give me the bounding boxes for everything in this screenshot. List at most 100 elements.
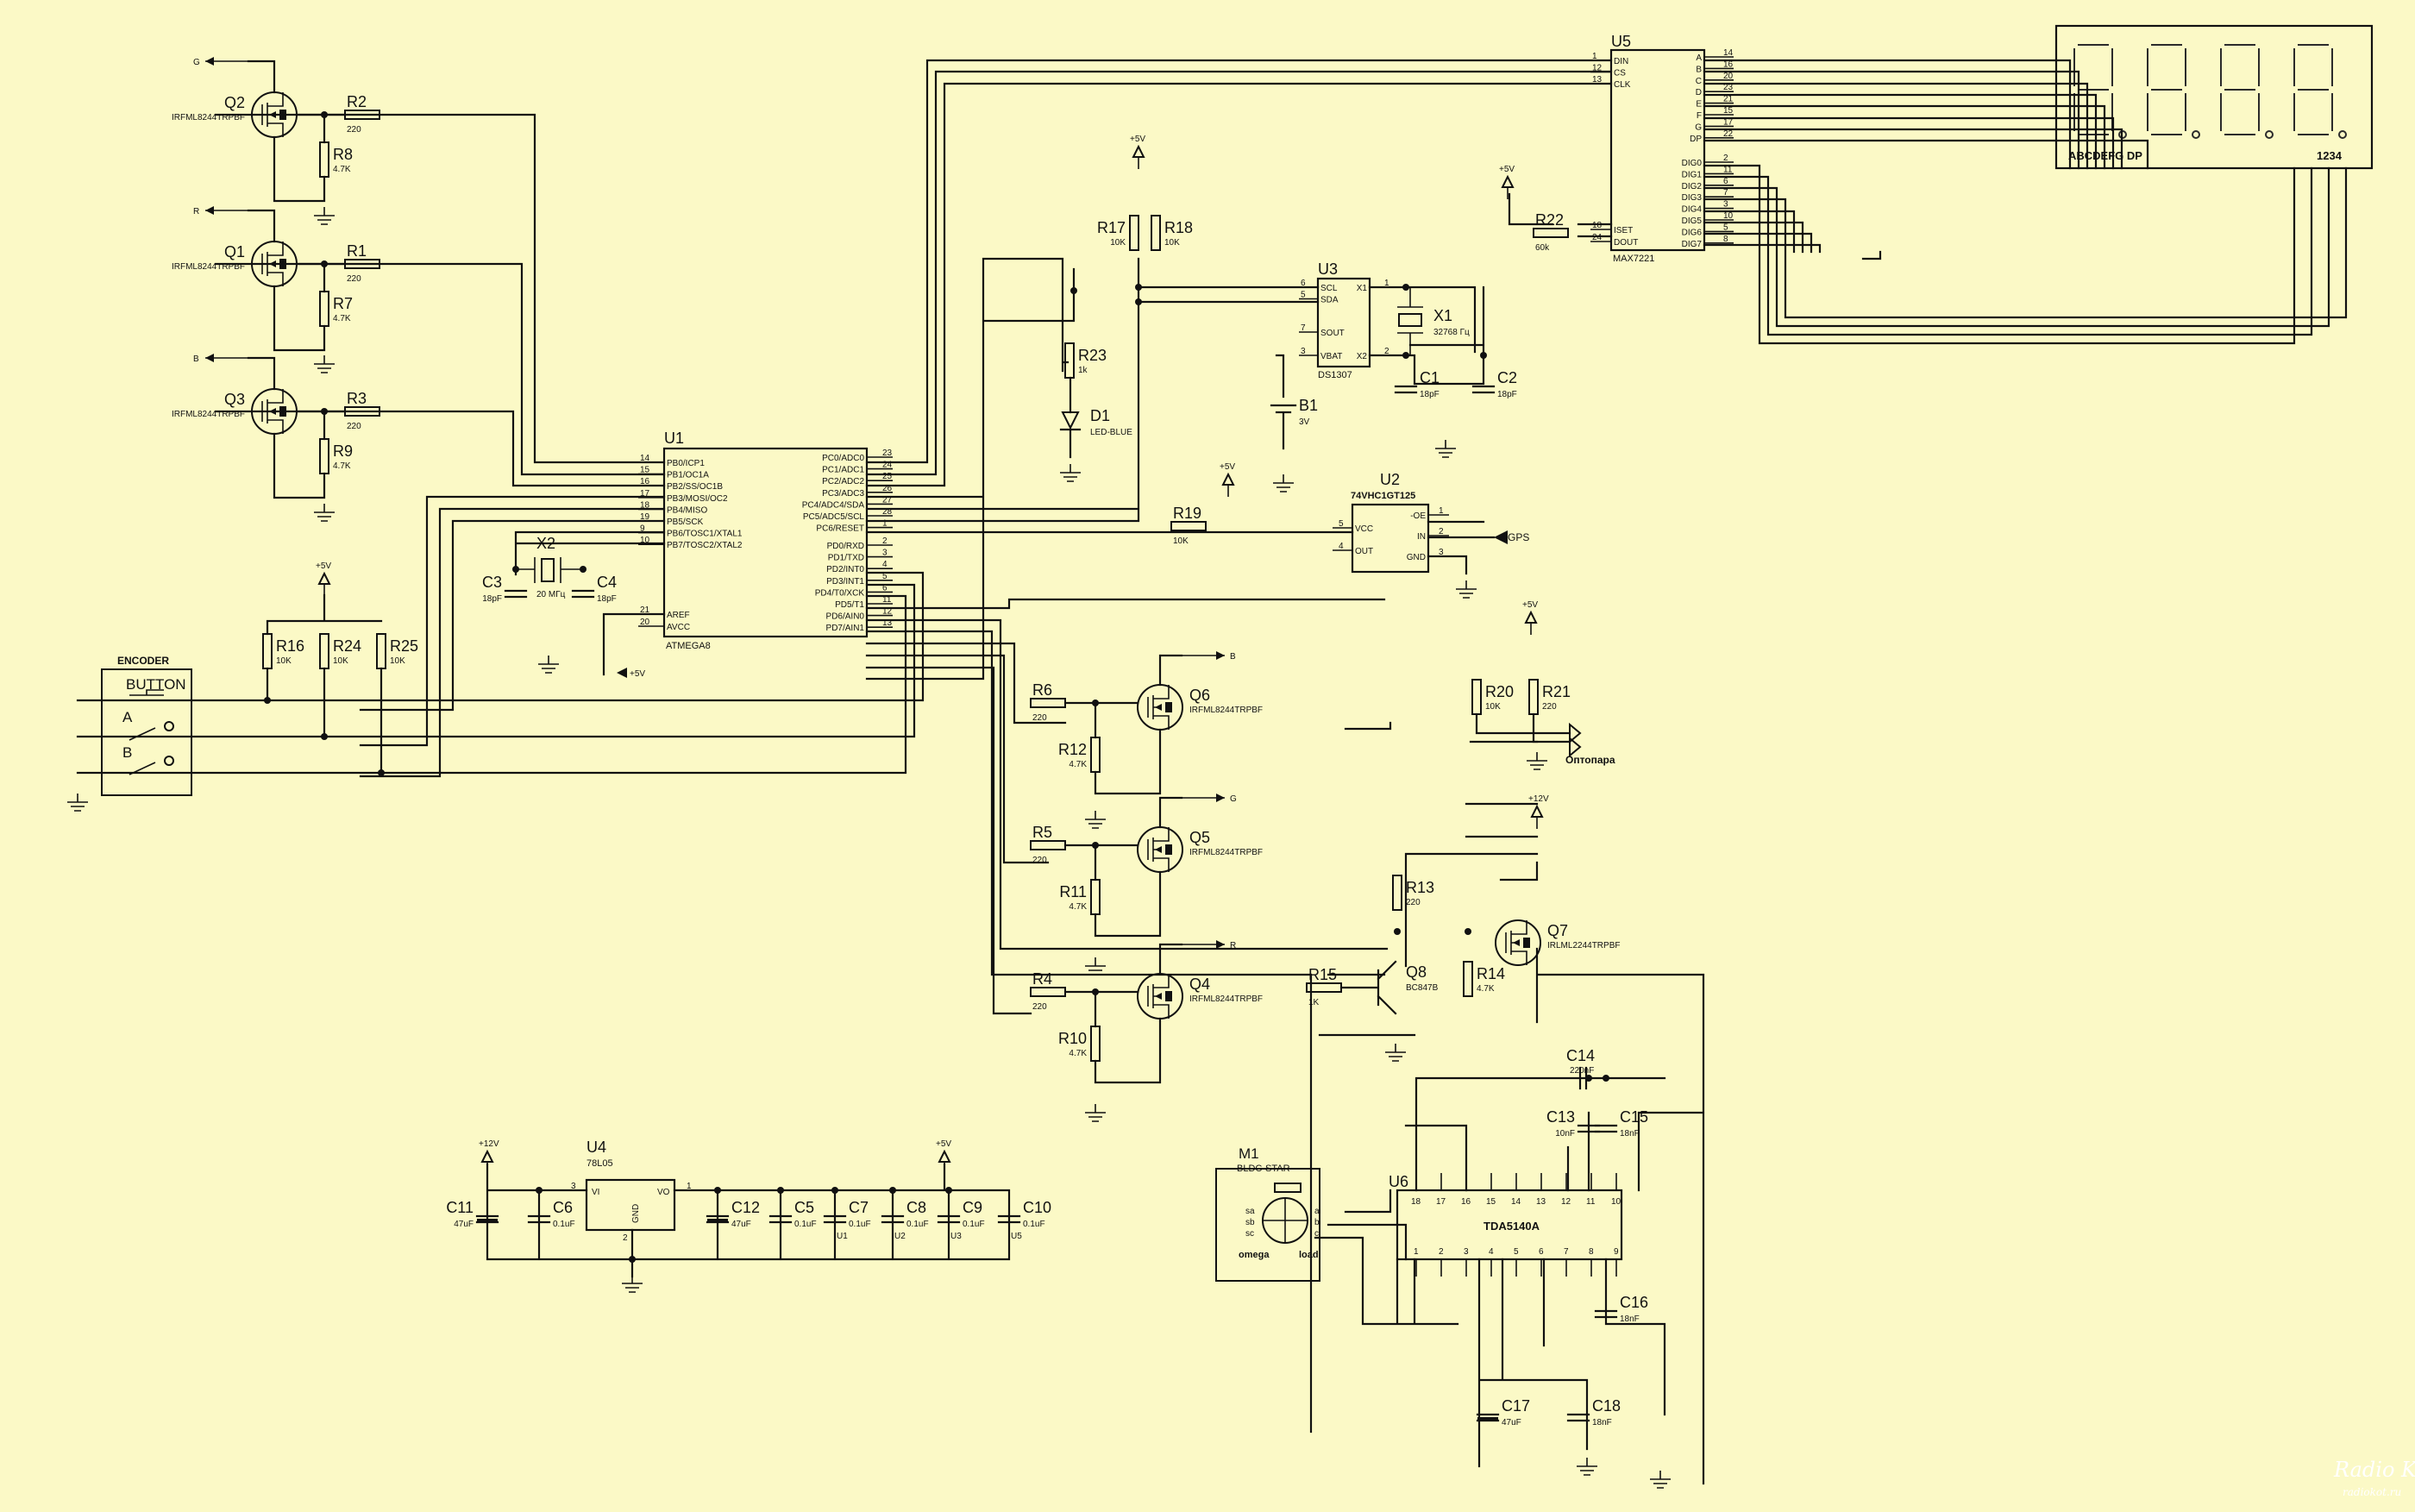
u1-pin-num: 15	[640, 466, 650, 475]
capacitor-value: 18pF	[597, 594, 617, 604]
u3-pin-num: 2	[1384, 347, 1389, 356]
resistor-ref: R4	[1032, 970, 1052, 988]
u5-pin-name: G	[1695, 122, 1702, 132]
u1-pin-num: 17	[640, 489, 650, 499]
mosfet-ref: Q5	[1189, 829, 1210, 846]
net-arrow-head	[205, 206, 214, 215]
u1-pin-name: PB7/TOSC2/XTAL2	[667, 541, 743, 550]
u6-ref: U6	[1389, 1173, 1408, 1190]
u6-part: TDA5140A	[1484, 1220, 1540, 1233]
resistor-r8: R84.7K	[319, 141, 353, 178]
u5-pin-name: E	[1696, 100, 1702, 110]
resistor-body	[1030, 987, 1066, 997]
mosfet-symbol	[1147, 827, 1170, 872]
u1-pin-name: PB4/MISO	[667, 505, 707, 515]
resistor-body	[1471, 679, 1482, 715]
mosfet-diode-icon	[1165, 702, 1172, 712]
u3-body	[1316, 277, 1371, 368]
u5-pin-name: DOUT	[1614, 238, 1638, 248]
motor-pin-left: sb	[1245, 1218, 1255, 1227]
power-arrow	[1221, 472, 1235, 486]
capacitor-value: 47uF	[1502, 1418, 1521, 1427]
junction-dot	[714, 1187, 721, 1194]
opto-arrow	[1569, 722, 1582, 744]
net-label: R	[1230, 941, 1236, 950]
u6-bottom-num: 2	[1439, 1247, 1444, 1257]
net-arrow-icon: G	[1182, 794, 1237, 804]
mosfet-part: IRFML8244TRPBF	[172, 410, 245, 419]
u6-bottom-num: 9	[1614, 1247, 1619, 1257]
mosfet-arrow-icon	[1155, 704, 1162, 711]
u2-pin-num: 1	[1439, 506, 1444, 516]
motor-pin-left: sc	[1245, 1229, 1254, 1239]
ground-symbol	[1456, 580, 1477, 599]
ground-symbol	[1085, 957, 1106, 976]
ground-symbol	[1527, 752, 1547, 770]
mosfet-ref: Q2	[224, 94, 245, 111]
resistor-value: 4.7K	[333, 461, 351, 471]
power-icon: +5V	[1499, 165, 1515, 199]
crystal-body	[1398, 313, 1422, 327]
capacitor-ref: C17	[1502, 1397, 1530, 1415]
capacitor-value: 18nF	[1620, 1314, 1640, 1324]
ground-symbol	[1435, 440, 1456, 458]
mosfet-diode-icon	[279, 406, 286, 417]
u3-pin-name: SCL	[1320, 284, 1338, 293]
junction-dot	[945, 1187, 952, 1194]
u4-body	[585, 1178, 676, 1232]
resistor-value: 4.7K	[333, 165, 351, 174]
power-icon: +5V	[936, 1139, 951, 1174]
power-label: +5V	[316, 562, 331, 571]
junction-dot	[629, 1256, 636, 1263]
ground-icon	[1085, 1104, 1106, 1122]
power-arrow	[1132, 144, 1145, 158]
u1-pin-num: 25	[882, 472, 893, 481]
u6-bottom-num: 4	[1489, 1247, 1494, 1257]
capacitor-ref: C4	[597, 574, 617, 591]
optocoupler-label: Оптопара	[1565, 754, 1615, 766]
u5-pin-num: 7	[1723, 188, 1728, 198]
u1-pin-num: 23	[882, 449, 893, 458]
u5-pin-name: DIN	[1614, 57, 1628, 66]
u1-pin-num: 1	[882, 519, 888, 529]
resistor-ref: R19	[1173, 505, 1201, 522]
junction-dot	[1092, 842, 1099, 849]
encoder-switch-contacts	[129, 727, 156, 775]
motor-pin-right: c	[1314, 1229, 1319, 1239]
u1-atmega8: U1 ATMEGA8 14PB0/ICP115PB1/OC1A16PB2/SS/…	[638, 430, 893, 651]
capacitor-ref: C12	[731, 1199, 760, 1216]
mosfet-ref: Q6	[1189, 687, 1210, 704]
u2-pin-num: 3	[1439, 548, 1444, 557]
motor-pin-right: b	[1314, 1218, 1320, 1227]
u5-pin-name: DIG2	[1682, 182, 1703, 191]
u1-pin-num: 26	[882, 484, 893, 493]
power-icon: +5V	[1130, 135, 1145, 169]
u5-pin-name: C	[1696, 77, 1702, 86]
mosfet-arrow-icon	[269, 260, 276, 267]
mosfet-part: IRFML8244TRPBF	[1189, 994, 1263, 1004]
ground-icon	[314, 207, 335, 225]
mosfet-arrow-icon	[269, 111, 276, 118]
u1-pin-num: 18	[640, 500, 650, 510]
junction-dot	[1402, 284, 1409, 291]
net-arrow-icon: G	[193, 57, 248, 67]
junction-dot	[1135, 298, 1142, 305]
u3-ref: U3	[1318, 260, 1338, 278]
wiring-nets	[76, 59, 2348, 1485]
discrete-components: Q2IRFML8244TRPBFR2220R84.7KGQ1IRFML8244T…	[172, 57, 1648, 1427]
capacitor-value: 0.1uF	[553, 1220, 575, 1229]
resistor-body	[376, 633, 386, 669]
junction-dot	[1135, 284, 1142, 291]
capacitor-ref: C9	[963, 1199, 982, 1216]
resistor-body	[1090, 879, 1101, 915]
net-arrow-head	[1216, 651, 1225, 660]
